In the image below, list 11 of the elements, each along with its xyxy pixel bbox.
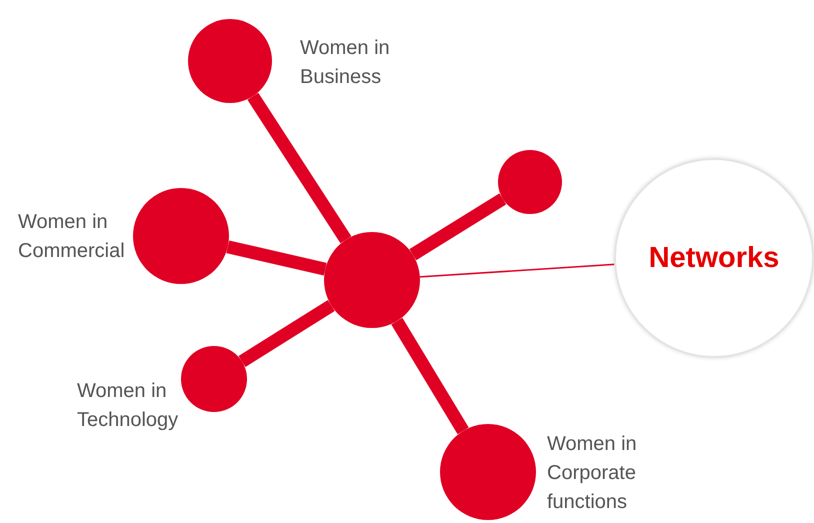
- connector-line: [247, 92, 352, 244]
- node-caption: Women in Technology: [77, 379, 180, 433]
- connector-line: [226, 240, 327, 276]
- node-caption: Women in Corporate functions: [547, 432, 638, 515]
- connector-line: [420, 264, 614, 278]
- connector-line: [409, 193, 506, 260]
- connector-line: [238, 300, 335, 367]
- connector-line: [391, 318, 469, 434]
- node-caption: Women in Commercial: [18, 210, 126, 264]
- network-title: Networks: [648, 242, 780, 274]
- node-caption: Women in Business: [300, 36, 391, 90]
